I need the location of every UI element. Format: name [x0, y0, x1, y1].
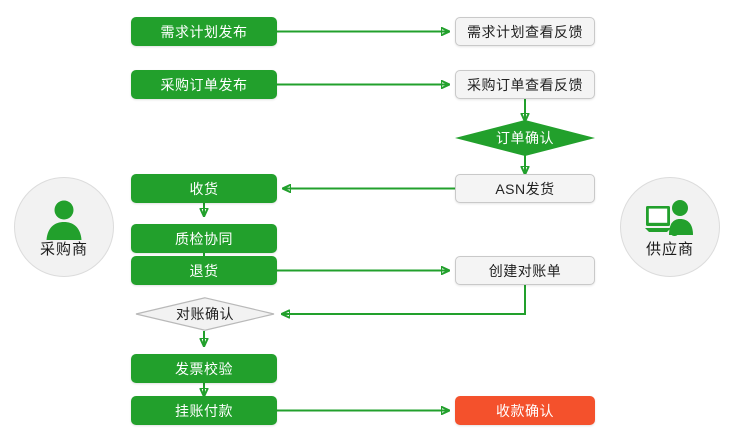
diamond-shape: [135, 297, 275, 331]
node-receive-goods[interactable]: 收货: [131, 174, 277, 203]
node-invoice-check[interactable]: 发票校验: [131, 354, 277, 383]
node-label: 创建对账单: [488, 262, 562, 279]
node-demand-plan-publish[interactable]: 需求计划发布: [131, 17, 277, 46]
node-label: 挂账付款: [175, 402, 233, 419]
node-return-goods[interactable]: 退货: [131, 256, 277, 285]
node-label: ASN发货: [495, 180, 555, 197]
node-statement-confirm[interactable]: 对账确认: [135, 297, 275, 331]
diamond-shape: [455, 120, 595, 156]
node-create-statement[interactable]: 创建对账单: [455, 256, 595, 285]
actor-buyer[interactable]: 采购商: [14, 177, 114, 277]
person-at-computer-icon: [645, 200, 693, 236]
node-label: 收货: [189, 180, 219, 197]
node-label: 采购订单发布: [160, 76, 248, 93]
node-label: 收款确认: [496, 402, 554, 419]
actor-buyer-label: 采购商: [39, 241, 88, 258]
node-demand-plan-feedback[interactable]: 需求计划查看反馈: [455, 17, 595, 46]
edge-create-statement-to-statement-confirm: [282, 285, 526, 314]
node-order-confirm[interactable]: 订单确认: [455, 120, 595, 156]
node-po-publish[interactable]: 采购订单发布: [131, 70, 277, 99]
node-label: 需求计划发布: [160, 23, 248, 40]
person-icon: [46, 200, 82, 240]
node-label: 退货: [189, 262, 219, 279]
node-label: 对账确认: [176, 306, 234, 322]
node-receipt-confirm[interactable]: 收款确认: [455, 396, 595, 425]
node-label: 订单确认: [496, 130, 554, 146]
node-po-feedback[interactable]: 采购订单查看反馈: [455, 70, 595, 99]
node-payment-post[interactable]: 挂账付款: [131, 396, 277, 425]
node-qc-collab[interactable]: 质检协同: [131, 224, 277, 253]
node-asn-ship[interactable]: ASN发货: [455, 174, 595, 203]
node-label: 需求计划查看反馈: [467, 23, 583, 40]
actor-supplier[interactable]: 供应商: [620, 177, 720, 277]
actor-supplier-label: 供应商: [645, 241, 694, 258]
node-label: 发票校验: [175, 360, 233, 377]
node-label: 质检协同: [175, 230, 233, 247]
node-label: 采购订单查看反馈: [467, 76, 583, 93]
